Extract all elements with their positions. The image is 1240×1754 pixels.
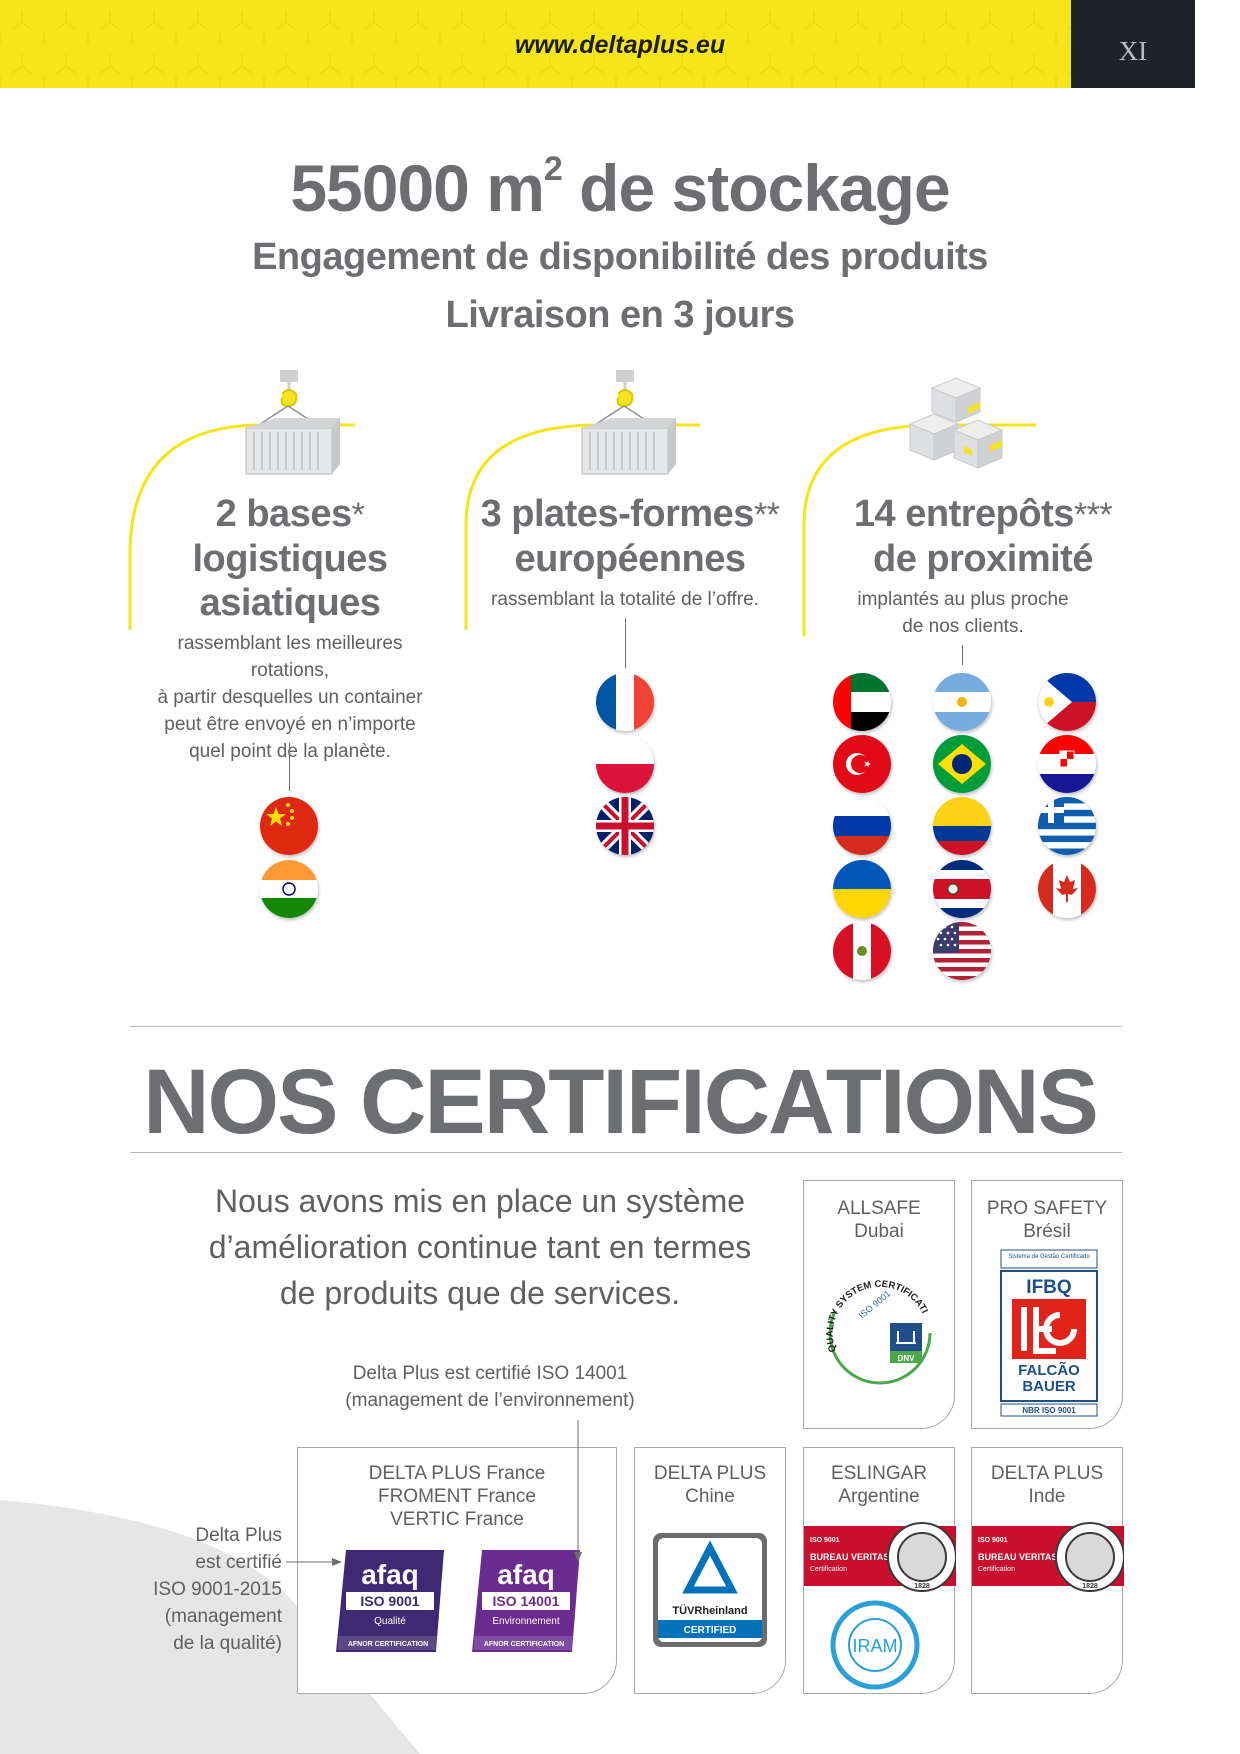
svg-text:CERTIFIED: CERTIFIED: [684, 1625, 737, 1636]
india-flag: [260, 860, 318, 918]
svg-text:Environnement: Environnement: [492, 1616, 559, 1627]
svg-text:ISO 9001: ISO 9001: [978, 1537, 1008, 1544]
svg-text:ISO 9001: ISO 9001: [810, 1537, 840, 1544]
iram-logo: IRAM: [830, 1600, 920, 1690]
svg-text:BAUER: BAUER: [1022, 1378, 1076, 1395]
svg-text:Qualité: Qualité: [374, 1616, 406, 1627]
svg-text:DNV: DNV: [898, 1354, 916, 1363]
usa-flag: [933, 922, 991, 980]
svg-text:AFNOR CERTIFICATION: AFNOR CERTIFICATION: [348, 1641, 428, 1648]
asian-bases-title: 2 bases* logistiques asiatiques: [192, 493, 388, 624]
bureau-veritas-logo: ISO 9001 BUREAU VERITAS Certification 18…: [804, 1522, 956, 1592]
dnv-iso-9001-logo: QUALITY SYSTEM CERTIFICATION ISO 9001 DN…: [818, 1271, 932, 1385]
turkey-flag: [833, 735, 891, 793]
brazil-flag: [933, 735, 991, 793]
croatia-flag: [1038, 735, 1096, 793]
header-banner: [0, 0, 1071, 88]
svg-text:NBR ISO 9001: NBR ISO 9001: [1022, 1406, 1076, 1415]
asian-bases-description: rassemblant les meilleures rotations, à …: [157, 633, 423, 762]
cert-card-allsafe: ALLSAFE Dubai QUALITY SYSTEM CERTIFICATI…: [803, 1180, 955, 1429]
page-number-box: XI: [1071, 0, 1195, 88]
certifications-title: NOS CERTIFICATIONS: [143, 1051, 1099, 1153]
svg-text:FALCÃO: FALCÃO: [1018, 1361, 1080, 1379]
svg-text:1828: 1828: [1082, 1583, 1098, 1590]
connector-line: [625, 618, 626, 668]
canada-flag: [1038, 860, 1096, 918]
container-crane-icon: [245, 370, 340, 475]
svg-text:Certification: Certification: [810, 1566, 847, 1573]
certifications-intro: Nous avons mis en place un système d’amé…: [208, 1183, 752, 1311]
european-platforms-title: 3 plates-formes** européennes: [480, 493, 780, 580]
tuv-rheinland-logo: TÜVRheinland CERTIFIED: [653, 1533, 767, 1647]
banner-pattern: [0, 0, 1071, 88]
china-flag: [260, 797, 318, 855]
european-platforms-description: rassemblant la totalité de l’offre.: [491, 589, 759, 610]
cert-card-delta-plus-inde: DELTA PLUS Inde ISO 9001 BUREAU VERITAS …: [971, 1447, 1124, 1694]
svg-text:BUREAU VERITAS: BUREAU VERITAS: [810, 1552, 889, 1562]
svg-text:IRAM: IRAM: [853, 1636, 898, 1656]
poland-flag: [596, 735, 654, 793]
hero-title: 55000 m2 de stockage: [290, 150, 950, 225]
france-flag: [596, 673, 654, 731]
boxes-stack-icon: [908, 377, 1004, 469]
svg-text:ISO 14001: ISO 14001: [493, 1593, 560, 1609]
card-label: PRO SAFETY Brésil: [986, 1198, 1108, 1242]
card-label: ALLSAFE Dubai: [837, 1198, 921, 1242]
svg-text:Certification: Certification: [978, 1566, 1015, 1573]
costa-rica-flag: [933, 860, 991, 918]
greece-flag: [1038, 797, 1096, 855]
cert-card-eslingar: ESLINGAR Argentine ISO 9001 BUREAU VERIT…: [803, 1447, 956, 1694]
divider-bottom: [130, 1152, 1122, 1153]
cert-card-delta-plus-france: DELTA PLUS France FROMENT France VERTIC …: [297, 1447, 617, 1694]
svg-text:AFNOR CERTIFICATION: AFNOR CERTIFICATION: [484, 1641, 564, 1648]
svg-text:ISO 9001: ISO 9001: [360, 1593, 419, 1609]
svg-text:TÜVRheinland: TÜVRheinland: [672, 1604, 747, 1617]
connector-line: [962, 645, 963, 665]
card-label: ESLINGAR Argentine: [830, 1463, 928, 1507]
afaq-iso-14001-logo: afaq ISO 14001 Environnement AFNOR CERTI…: [472, 1550, 580, 1652]
iso14001-note: Delta Plus est certifié ISO 14001 (manag…: [345, 1363, 635, 1411]
svg-text:afaq: afaq: [361, 1559, 419, 1590]
svg-text:Sistema de Gestão Certificado: Sistema de Gestão Certificado: [1008, 1254, 1090, 1260]
website-url[interactable]: www.deltaplus.eu: [514, 31, 726, 59]
svg-text:IFBQ: IFBQ: [1026, 1277, 1071, 1298]
iso9001-note: Delta Plus est certifié ISO 9001-2015 (m…: [153, 1525, 282, 1654]
svg-text:BUREAU VERITAS: BUREAU VERITAS: [978, 1552, 1057, 1562]
divider-top: [130, 1026, 1122, 1027]
container-crane-icon: [581, 370, 676, 475]
hero-delivery: Livraison en 3 jours: [445, 294, 796, 336]
ifbq-falcao-bauer-logo: Sistema de Gestão Certificado IFBQ FALCÃ…: [1000, 1249, 1098, 1417]
connector-line: [289, 743, 290, 791]
uk-flag: [596, 797, 654, 855]
page-number: XI: [1118, 36, 1148, 66]
local-warehouses-description: implantés au plus proche de nos clients.: [857, 589, 1069, 637]
peru-flag: [833, 922, 891, 980]
uae-flag: [833, 673, 891, 731]
afaq-iso-9001-logo: afaq ISO 9001 Qualité AFNOR CERTIFICATIO…: [336, 1550, 444, 1652]
card-label: DELTA PLUS France FROMENT France VERTIC …: [368, 1463, 546, 1530]
cert-card-pro-safety: PRO SAFETY Brésil Sistema de Gestão Cert…: [971, 1180, 1123, 1429]
bureau-veritas-logo: ISO 9001 BUREAU VERITAS Certification 18…: [972, 1522, 1124, 1592]
hero-subtitle: Engagement de disponibilité des produits: [252, 236, 988, 278]
argentina-flag: [933, 673, 991, 731]
russia-flag: [833, 797, 891, 855]
card-label: DELTA PLUS Chine: [653, 1463, 767, 1507]
svg-text:afaq: afaq: [497, 1559, 555, 1590]
card-label: DELTA PLUS Inde: [990, 1463, 1104, 1507]
cert-card-delta-plus-chine: DELTA PLUS Chine TÜVRheinland CERTIFIED: [634, 1447, 786, 1694]
svg-text:1828: 1828: [914, 1583, 930, 1590]
local-warehouses-title: 14 entrepôts*** de proximité: [853, 493, 1113, 580]
